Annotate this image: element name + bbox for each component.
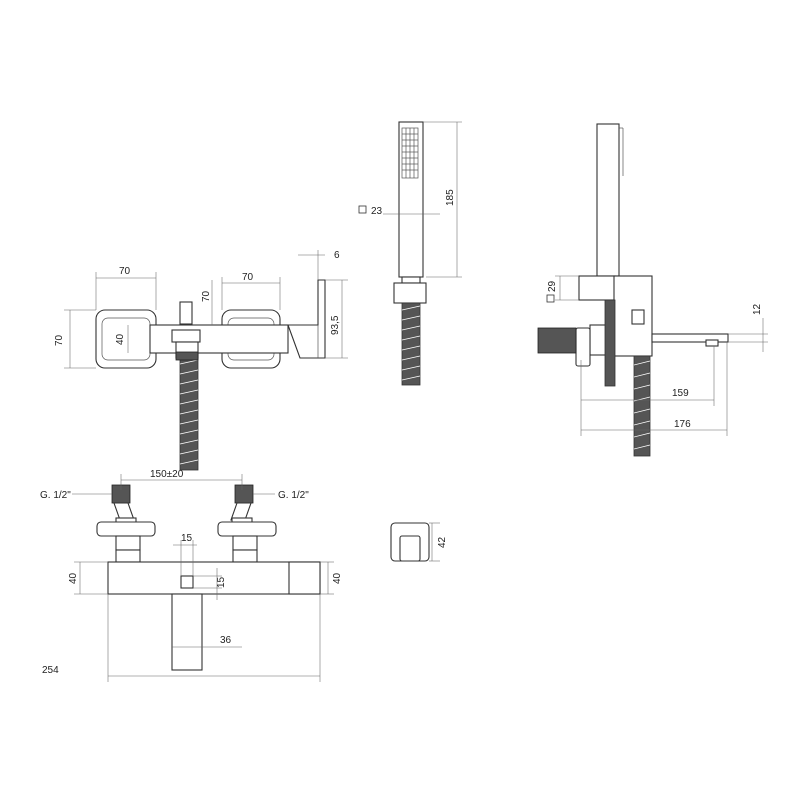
dim-front-width-right: 70 — [242, 272, 254, 283]
dim-hand-shower-length: 185 — [445, 189, 456, 206]
side-view: 29 12 159 176 — [537, 123, 768, 457]
dim-inlet-spacing: 150±20 — [150, 469, 184, 480]
shower-hose — [401, 302, 421, 386]
thread-left-label: G. 1/2" — [40, 490, 71, 501]
top-body — [107, 561, 321, 595]
dim-lever-offset: 6 — [334, 250, 340, 261]
hose-connector — [393, 282, 427, 304]
dim-diverter-height: 70 — [201, 290, 212, 302]
dim-front-width-left: 70 — [119, 266, 131, 277]
side-diverter — [631, 309, 645, 325]
dim-spout-height: 12 — [752, 303, 763, 315]
thread-right-label: G. 1/2" — [278, 490, 309, 501]
top-diverter — [180, 575, 194, 589]
side-hose-left — [604, 299, 616, 387]
dim-total-width: 254 — [42, 665, 59, 676]
dim-center-height: 15 — [216, 576, 227, 588]
side-inlet-knurl — [537, 327, 577, 354]
hand-shower-view: 185 23 — [358, 121, 462, 386]
side-hose-right — [633, 355, 651, 457]
right-escutcheon-plate — [217, 521, 277, 537]
dim-center-width: 15 — [181, 533, 193, 544]
side-spout — [651, 333, 729, 343]
front-view — [95, 279, 326, 471]
side-holder — [578, 275, 616, 301]
right-inlet-knurl — [234, 484, 254, 504]
dim-spout-176: 176 — [674, 419, 691, 430]
dim-hand-shower-square: 23 — [371, 206, 383, 217]
dim-side-square: 29 — [547, 280, 558, 292]
wall-holder-view: 42 — [390, 522, 448, 562]
top-lever — [288, 561, 321, 595]
top-spout — [171, 593, 203, 671]
top-view: 150±20 G. 1/2" G. 1/2" 15 15 40 40 36 25… — [40, 469, 343, 682]
dim-body-height-left: 40 — [68, 572, 79, 584]
hand-shower-handle — [398, 121, 424, 278]
dim-inlet-inner: 40 — [115, 333, 126, 345]
square-symbol-icon — [358, 205, 367, 214]
dim-holder-height: 42 — [437, 536, 448, 548]
diverter-knob — [179, 301, 193, 325]
mixer-body — [149, 324, 289, 354]
left-escutcheon-plate — [96, 521, 156, 537]
dim-front-height-left: 70 — [54, 334, 65, 346]
dim-lever-height: 93,5 — [330, 315, 341, 335]
side-hand-shower — [596, 123, 620, 277]
lever-handle — [287, 279, 326, 359]
front-dimensions: 70 70 70 40 70 6 93,5 — [54, 250, 348, 369]
dim-spout-159: 159 — [672, 388, 689, 399]
dim-body-height-right: 40 — [332, 572, 343, 584]
dim-spout-width: 36 — [220, 635, 232, 646]
diverter-base — [171, 329, 201, 343]
